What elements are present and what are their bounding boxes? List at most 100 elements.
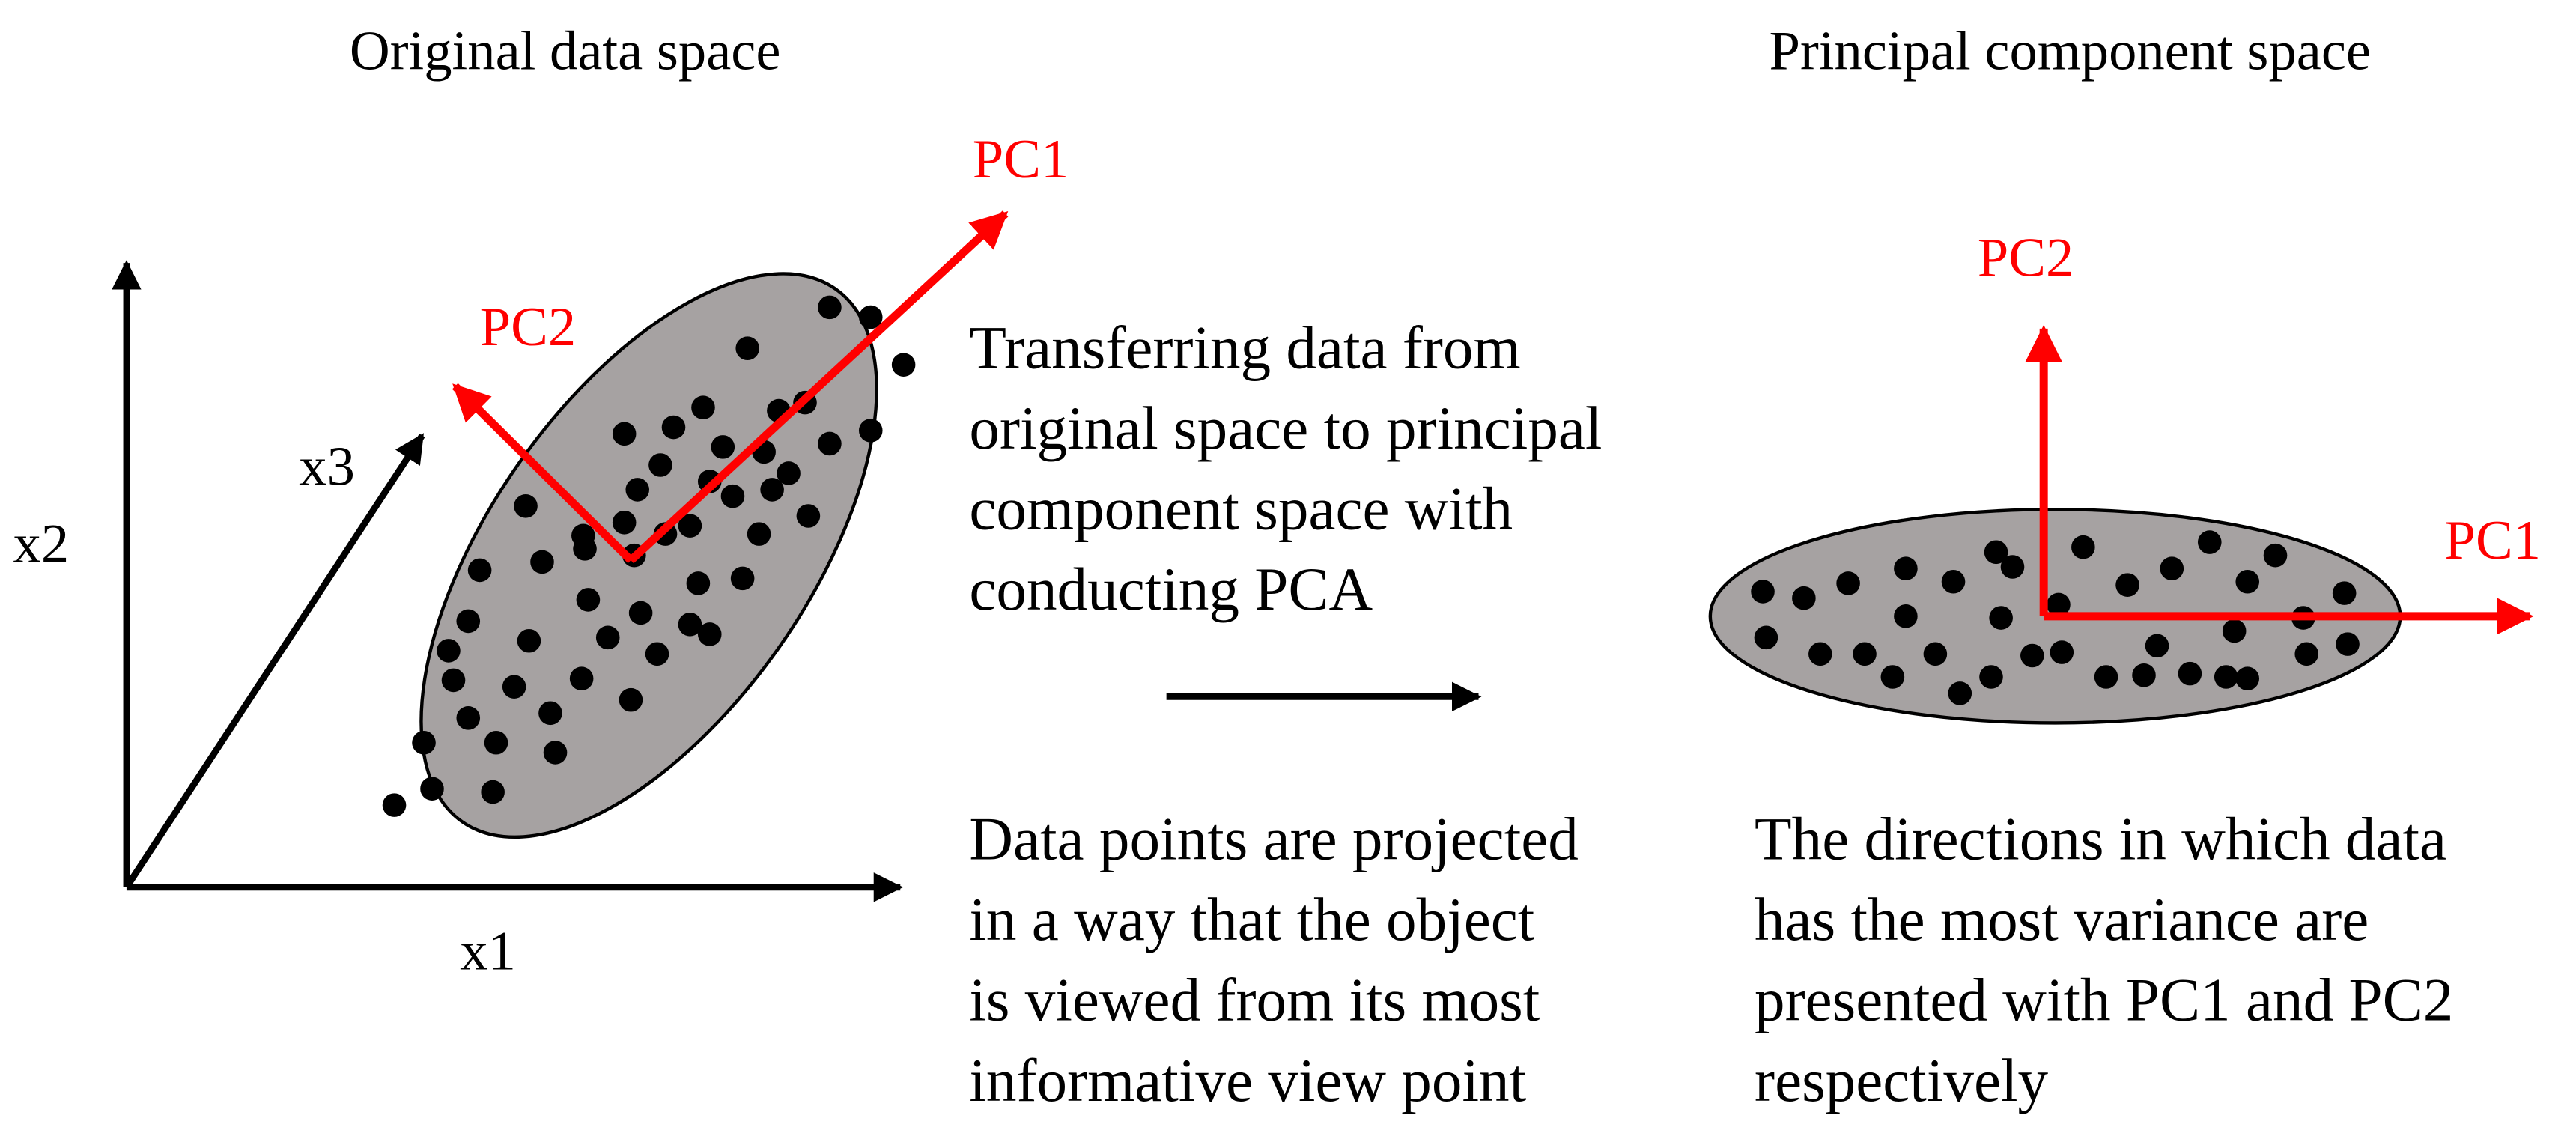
x3-axis-label: x3: [299, 436, 355, 497]
data-point: [1754, 625, 1778, 650]
left-title: Original data space: [350, 20, 781, 82]
transfer-explanation: Transferring data from original space to…: [969, 315, 1602, 712]
data-point: [502, 675, 526, 699]
data-point: [481, 780, 505, 804]
principal-component-space: PC2 PC1: [1708, 228, 2541, 725]
principal-data-points: [1751, 530, 2360, 705]
data-point: [517, 628, 541, 653]
bottom-right-line-3: presented with PC1 and PC2: [1755, 967, 2453, 1034]
data-point: [625, 478, 650, 502]
data-point: [818, 431, 842, 456]
data-point: [678, 613, 702, 637]
data-point: [1853, 642, 1877, 666]
data-point: [2178, 661, 2202, 686]
data-point: [1808, 642, 1832, 666]
right-title: Principal component space: [1770, 20, 2372, 82]
data-point: [382, 793, 407, 817]
data-point: [437, 639, 461, 663]
data-point: [2071, 535, 2095, 559]
data-point: [2020, 643, 2044, 668]
data-point: [720, 484, 745, 508]
middle-text-line-3: component space with: [969, 476, 1513, 543]
data-point: [735, 336, 760, 361]
bottom-left-line-3: is viewed from its most: [969, 967, 1540, 1034]
data-point: [2145, 634, 2169, 658]
data-point: [484, 730, 508, 755]
data-point: [730, 566, 755, 591]
data-point: [2047, 592, 2071, 617]
data-point: [619, 687, 643, 712]
data-point: [467, 558, 492, 583]
bottom-left-explanation: Data points are projected in a way that …: [969, 806, 1578, 1114]
bottom-left-line-1: Data points are projected: [969, 806, 1578, 873]
data-point: [1792, 586, 1816, 610]
data-point: [1948, 681, 1972, 705]
x1-axis-label: x1: [460, 921, 516, 982]
data-point: [1751, 580, 1775, 604]
data-point: [796, 504, 821, 528]
data-point: [661, 415, 686, 440]
data-point: [595, 625, 620, 650]
data-point: [891, 353, 916, 377]
data-point: [2332, 581, 2357, 605]
data-point: [530, 550, 554, 574]
data-point: [777, 461, 801, 485]
data-point: [514, 494, 538, 518]
left-pc2-label: PC2: [480, 297, 577, 358]
data-point: [612, 422, 637, 446]
bottom-left-line-2: in a way that the object: [969, 886, 1534, 953]
bottom-right-line-1: The directions in which data: [1755, 806, 2446, 873]
right-pc1-label: PC1: [2444, 510, 2541, 571]
data-point: [576, 588, 601, 612]
data-point: [1923, 642, 1948, 666]
data-point: [760, 478, 784, 502]
data-point: [1989, 606, 2013, 630]
original-data-ellipse: [419, 272, 878, 839]
data-point: [2263, 543, 2288, 568]
data-point: [571, 523, 595, 548]
data-point: [2235, 666, 2260, 690]
data-point: [2160, 556, 2184, 581]
data-point: [456, 609, 481, 634]
middle-text-line-2: original space to principal: [969, 395, 1602, 462]
data-point: [1880, 665, 1905, 689]
data-point: [1984, 540, 2008, 565]
data-point: [441, 668, 466, 693]
data-point: [420, 777, 444, 801]
data-point: [818, 295, 842, 320]
x3-axis: [124, 433, 425, 890]
data-point: [2115, 573, 2139, 597]
data-point: [612, 510, 637, 535]
data-point: [543, 741, 568, 765]
data-point: [2294, 642, 2319, 666]
data-point: [2000, 555, 2025, 579]
data-point: [569, 666, 594, 690]
data-point: [2214, 665, 2238, 689]
data-point: [2132, 663, 2156, 687]
data-point: [538, 701, 562, 726]
data-point: [412, 730, 436, 755]
data-point: [2050, 640, 2074, 664]
data-point: [691, 395, 715, 420]
data-point: [2336, 632, 2360, 656]
data-point: [858, 419, 883, 443]
data-point: [2094, 665, 2118, 689]
data-point: [858, 305, 883, 329]
data-point: [1894, 556, 1918, 581]
data-point: [628, 601, 653, 625]
data-point: [1836, 571, 1860, 595]
data-point: [678, 514, 702, 538]
data-point: [1979, 665, 2003, 689]
left-pc1-arrow: [628, 210, 1009, 564]
data-point: [747, 522, 771, 546]
data-point: [2235, 569, 2260, 594]
left-pc1-label: PC1: [973, 129, 1069, 190]
x2-axis-label: x2: [13, 513, 70, 574]
bottom-left-line-4: informative view point: [969, 1047, 1526, 1114]
bottom-right-explanation: The directions in which data has the mos…: [1755, 806, 2453, 1114]
data-point: [1941, 569, 1966, 594]
middle-text-line-4: conducting PCA: [969, 556, 1373, 623]
right-pc2-label: PC2: [1978, 228, 2074, 289]
left-pc2-arrow: [452, 383, 634, 564]
middle-text-line-1: Transferring data from: [969, 315, 1520, 382]
